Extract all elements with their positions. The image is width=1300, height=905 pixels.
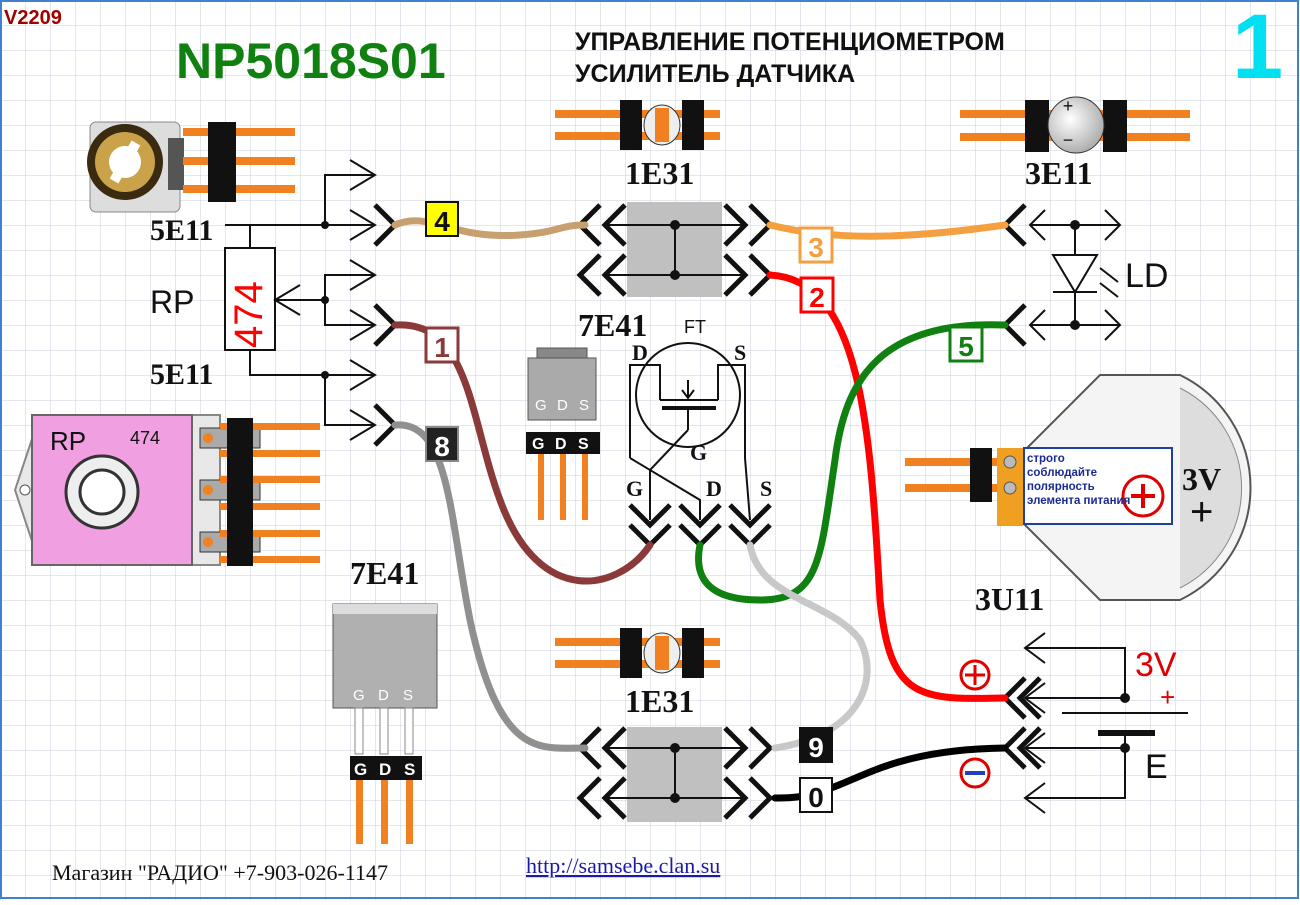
svg-text:5: 5 [958, 331, 974, 362]
pot-value: 474 [227, 281, 271, 348]
battery-label: 3U11 [975, 581, 1044, 617]
large-pin-s-body: S [403, 687, 413, 704]
pot-board-image [13, 414, 320, 566]
polarity-minus-icon [959, 757, 991, 789]
page-number: 1 [1232, 0, 1283, 98]
svg-text:0: 0 [808, 782, 824, 813]
pot-board-rp: RP [50, 426, 86, 456]
transistor-label: 7E41 [578, 307, 647, 343]
svg-text:2: 2 [809, 282, 825, 313]
jumper-bottom-label: 1E31 [625, 683, 694, 719]
wire-3 [766, 221, 1009, 240]
large-pin-d-body: D [378, 687, 389, 704]
transistor-d-top: D [632, 340, 648, 365]
cap-plus: + [1063, 96, 1074, 116]
wire-5 [695, 321, 1009, 604]
svg-text:8: 8 [434, 431, 450, 462]
title-line-2: УСИЛИТЕЛЬ ДАТЧИКА [575, 60, 855, 88]
wire-4 [391, 217, 589, 240]
transistor-d-pin: D [706, 476, 722, 501]
battery-voltage: 3V [1182, 461, 1221, 497]
wire-tag-8: 8 [425, 426, 459, 462]
wire-tag-0: 0 [799, 777, 833, 813]
wire-tag-3: 3 [798, 226, 834, 264]
junction-dot [321, 296, 329, 304]
large-pin-s: S [404, 760, 415, 779]
small-pin-s-body: S [579, 397, 589, 414]
jumper-bottom-image [555, 628, 720, 678]
small-pin-g-body: G [535, 397, 547, 414]
battery-image [905, 374, 1252, 601]
pot-rp-label: RP [150, 284, 194, 320]
pot-connector-chevrons [324, 159, 377, 441]
svg-text:4: 4 [434, 206, 450, 237]
svg-text:3: 3 [808, 232, 824, 263]
transistor-large-label: 7E41 [350, 555, 419, 591]
resistor-symbol [224, 224, 325, 376]
small-pin-d-body: D [557, 397, 568, 414]
capacitor-image [960, 96, 1190, 154]
cap-minus: − [1063, 130, 1074, 150]
led-label: LD [1125, 257, 1168, 295]
transistor-s-top: S [734, 340, 746, 365]
transistor-ft: FT [684, 317, 706, 337]
battery-plus: + [1190, 490, 1213, 534]
wire-tag-4: 4 [425, 201, 459, 237]
battery-warning: строго соблюдайте полярность элемента пи… [1027, 453, 1131, 507]
transistor-large-image [332, 603, 438, 844]
transistor-small-image [526, 347, 600, 520]
junction-dot [321, 371, 329, 379]
jumper-top-block [576, 202, 774, 297]
small-pin-d: D [555, 436, 567, 453]
junction-dot [321, 221, 329, 229]
small-pin-s: S [578, 436, 589, 453]
jumper-bottom-block [576, 726, 774, 822]
large-pin-d: D [379, 760, 391, 779]
jumper-top-image [555, 100, 720, 150]
small-pin-g: G [532, 436, 544, 453]
wire-tag-1: 1 [424, 326, 460, 364]
model-title: NP5018S01 [176, 33, 446, 89]
wire-tag-5: 5 [948, 325, 984, 363]
footer-shop: Магазин "РАДИО" +7-903-026-1147 [52, 860, 388, 885]
battery-warning-box: строго соблюдайте полярность элемента пи… [1027, 453, 1131, 507]
large-pin-g: G [354, 760, 367, 779]
large-pin-g-body: G [353, 687, 365, 704]
led-symbol [1001, 203, 1122, 347]
battery-symbol [1001, 632, 1188, 814]
svg-text:9: 9 [808, 732, 824, 763]
battery-side-voltage: 3V [1135, 646, 1177, 684]
battery-e-label: E [1145, 748, 1168, 786]
battery-side-plus: + [1160, 682, 1175, 712]
pot-board-value: 474 [130, 428, 160, 448]
svg-text:1: 1 [434, 332, 450, 363]
trimmer-pot-image [87, 121, 295, 213]
transistor-s-pin: S [760, 476, 772, 501]
polarity-plus-icon [959, 659, 991, 691]
cap-label: 3E11 [1025, 155, 1093, 191]
wire-tag-2: 2 [799, 276, 835, 314]
footer-url-link[interactable]: http://samsebe.clan.su [526, 853, 720, 878]
title-line-1: УПРАВЛЕНИЕ ПОТЕНЦИОМЕТРОМ [575, 28, 1005, 56]
transistor-symbol [629, 342, 751, 521]
version-label: V2209 [4, 7, 62, 29]
jumper-top-label: 1E31 [625, 155, 694, 191]
wire-tag-9: 9 [799, 727, 833, 763]
pot-label-top: 5E11 [150, 214, 213, 247]
pot-label-bottom: 5E11 [150, 358, 213, 391]
wire-9 [746, 541, 871, 752]
transistor-g-pin: G [626, 476, 643, 501]
